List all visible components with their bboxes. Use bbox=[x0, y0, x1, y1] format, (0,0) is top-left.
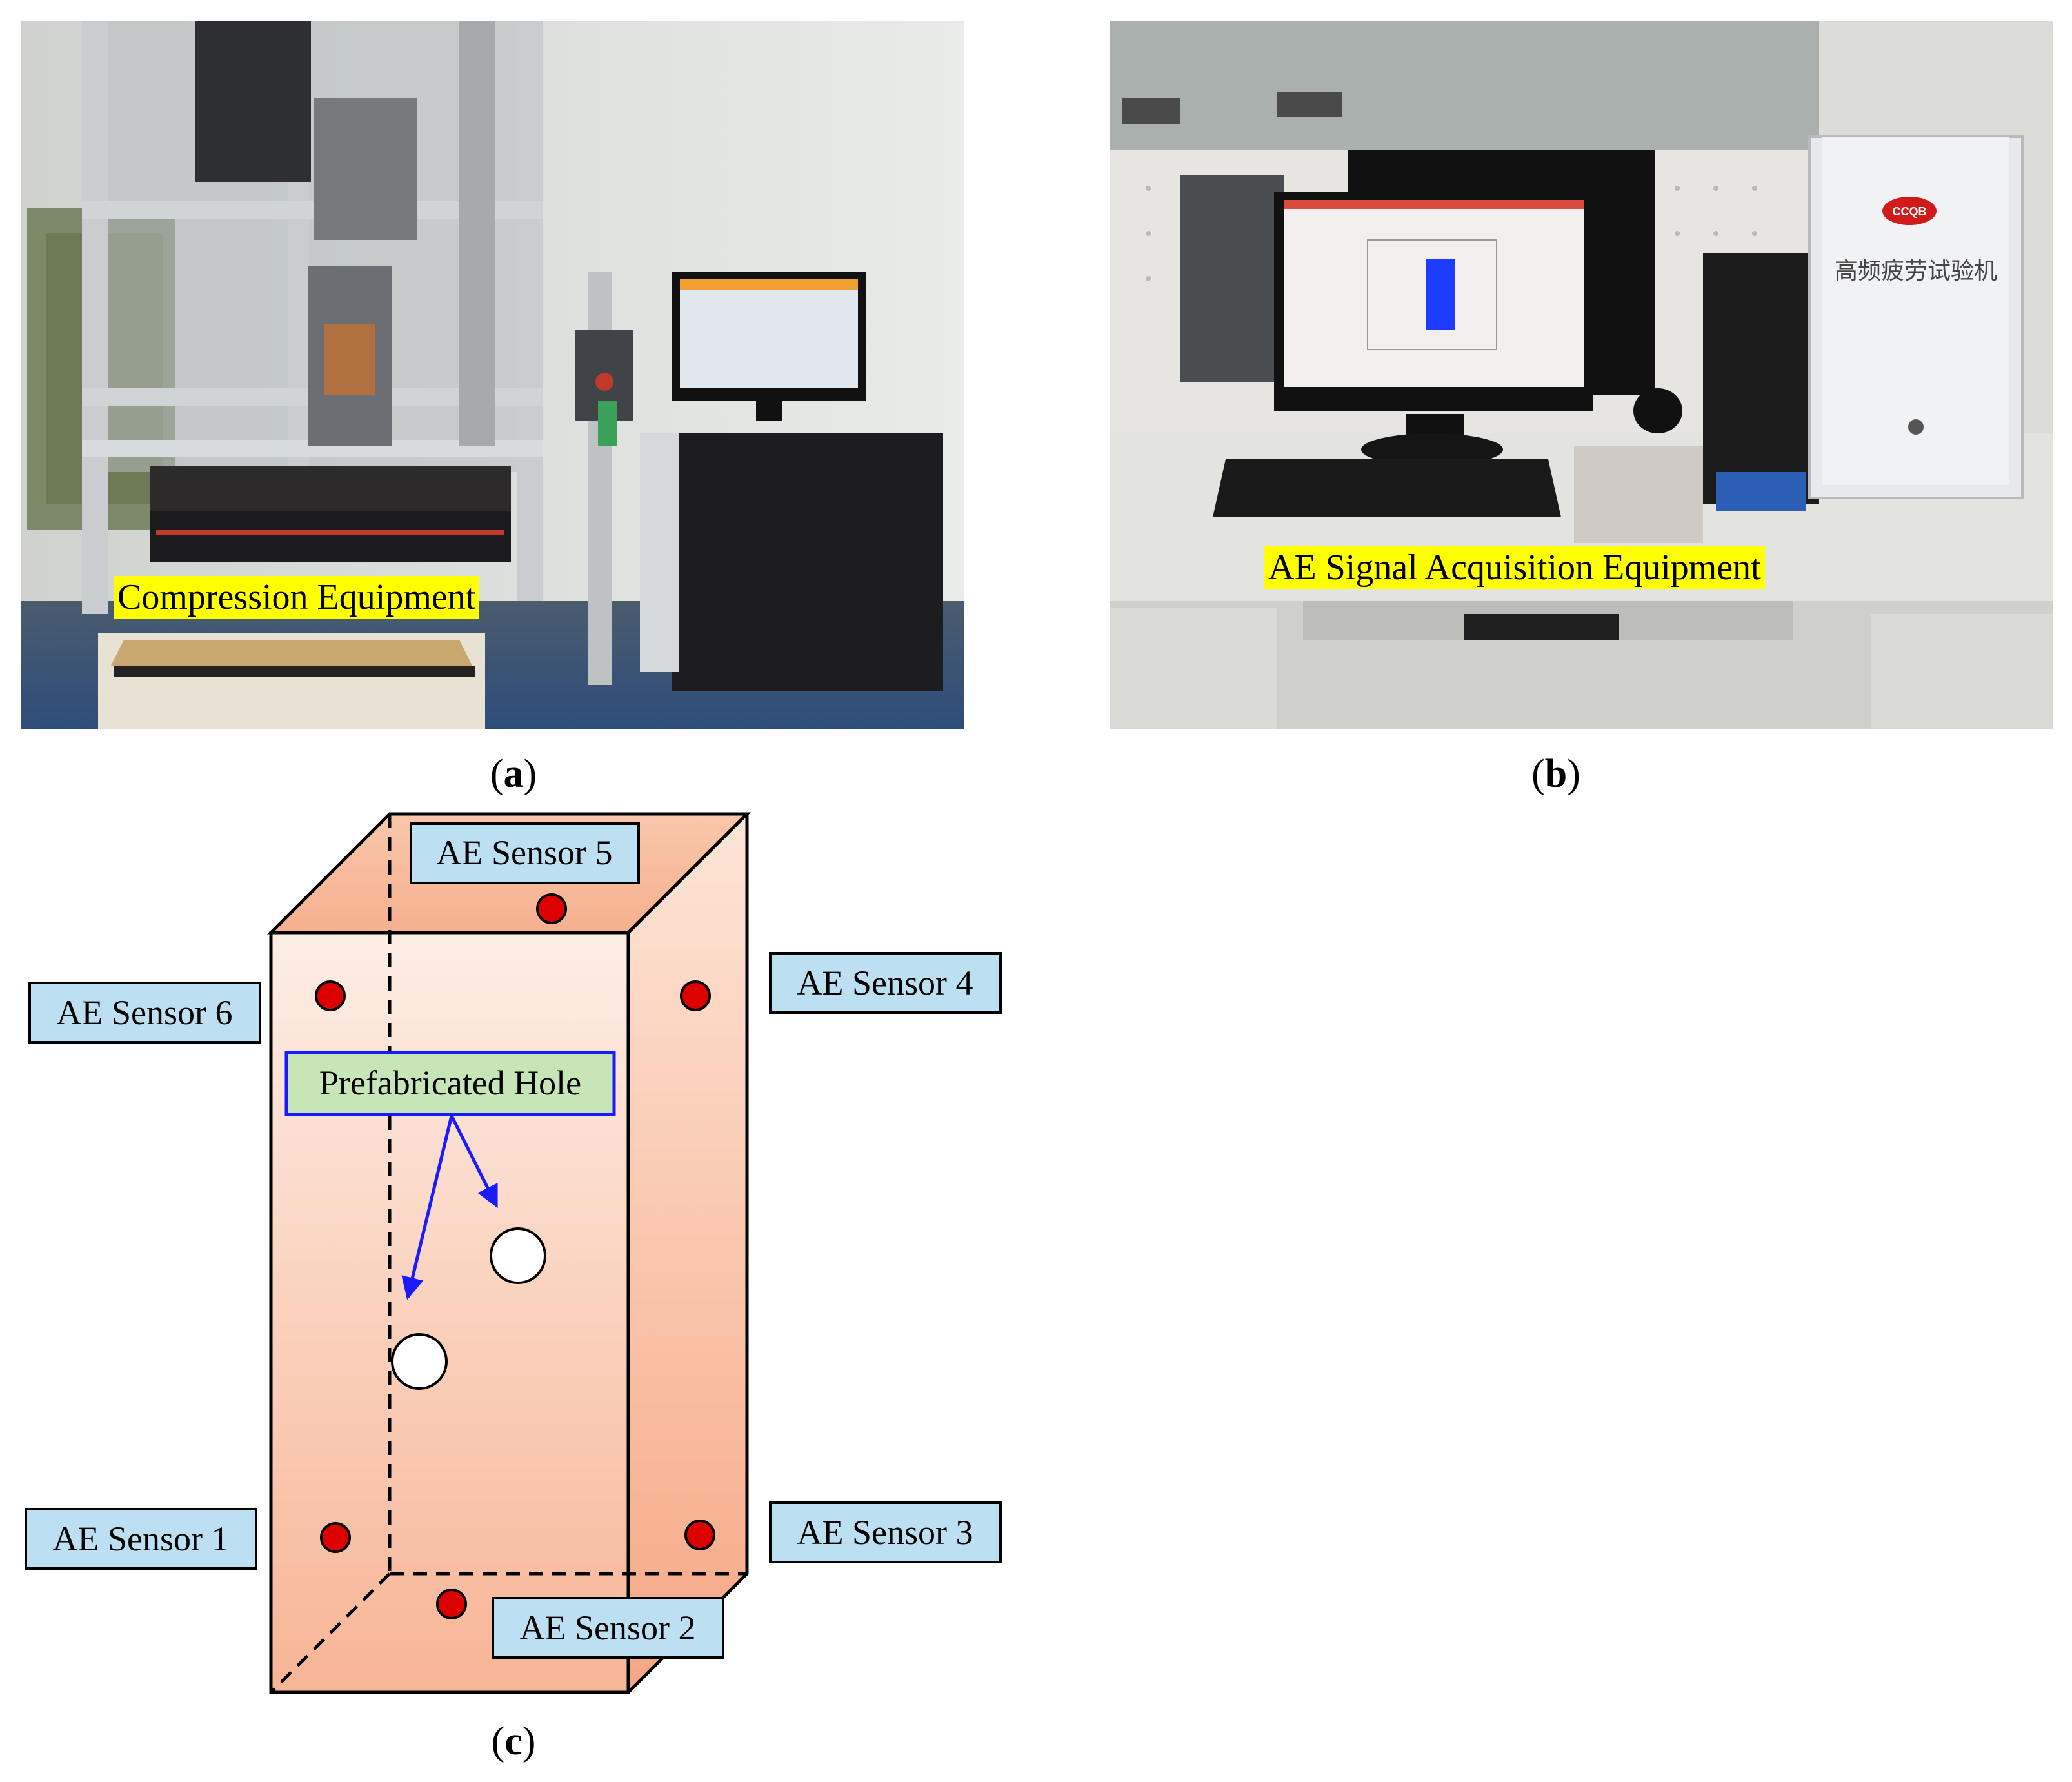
sensor-label-5-group: AE Sensor 5 bbox=[410, 822, 640, 884]
caption-b: (b) bbox=[1491, 751, 1620, 797]
sensor-dot-1 bbox=[320, 1522, 351, 1553]
specimen-diagram: AE Sensor 5 AE Sensor 6 AE Sensor 4 AE S… bbox=[25, 812, 1002, 1694]
sensor-label-5: AE Sensor 5 bbox=[437, 833, 613, 872]
sensor-label-4: AE Sensor 4 bbox=[797, 964, 973, 1002]
sensor-label-2: AE Sensor 2 bbox=[520, 1609, 696, 1647]
sensor-label-1: AE Sensor 1 bbox=[53, 1520, 229, 1558]
hole-label-group: Prefabricated Hole bbox=[284, 1051, 616, 1116]
prefabricated-hole-lower bbox=[391, 1333, 448, 1390]
machine-name-text: 高频疲劳试验机 bbox=[1835, 258, 1997, 284]
sensor-label-4-group: AE Sensor 4 bbox=[769, 952, 1002, 1014]
prefabricated-hole-upper bbox=[490, 1227, 546, 1284]
specimen-front-face bbox=[271, 933, 628, 1692]
photo-compression-equipment bbox=[21, 21, 964, 729]
caption-c-letter: c bbox=[504, 1719, 523, 1763]
specimen-hidden-edges bbox=[270, 814, 747, 1694]
sensor-label-2-group: AE Sensor 2 bbox=[492, 1597, 724, 1659]
sensor-dot-6 bbox=[315, 980, 346, 1011]
sensor-label-1-group: AE Sensor 1 bbox=[25, 1508, 257, 1570]
caption-b-letter: b bbox=[1544, 752, 1568, 796]
caption-b-close: ) bbox=[1567, 752, 1580, 796]
sensor-label-6-group: AE Sensor 6 bbox=[28, 982, 261, 1044]
caption-a-open: ( bbox=[490, 752, 504, 796]
sensor-label-3: AE Sensor 3 bbox=[797, 1513, 973, 1552]
hole-arrows bbox=[401, 1114, 499, 1300]
caption-c-close: ) bbox=[522, 1719, 536, 1763]
specimen-right-face bbox=[628, 814, 747, 1692]
sensor-dot-2 bbox=[436, 1589, 467, 1619]
label-ae-signal-acquisition-equipment: AE Signal Acquisition Equipment bbox=[1264, 546, 1765, 589]
prefabricated-hole-label: Prefabricated Hole bbox=[319, 1064, 581, 1102]
sensor-dot-3 bbox=[684, 1520, 715, 1550]
caption-c: (c) bbox=[449, 1719, 578, 1765]
photo-ae-acquisition-equipment: CCQB 高频疲劳试验机 bbox=[1110, 21, 2053, 729]
caption-a-close: ) bbox=[523, 752, 537, 796]
label-compression-equipment: Compression Equipment bbox=[114, 576, 480, 619]
sensor-dot-4 bbox=[680, 980, 711, 1011]
machine-logo-text: CCQB bbox=[1893, 205, 1927, 218]
caption-c-open: ( bbox=[491, 1719, 505, 1763]
sensor-label-6: AE Sensor 6 bbox=[57, 993, 233, 1032]
caption-a-letter: a bbox=[503, 752, 524, 796]
sensor-label-3-group: AE Sensor 3 bbox=[769, 1501, 1002, 1563]
sensor-dot-5 bbox=[536, 893, 567, 924]
caption-a: (a) bbox=[449, 751, 578, 797]
caption-b-open: ( bbox=[1531, 752, 1545, 796]
